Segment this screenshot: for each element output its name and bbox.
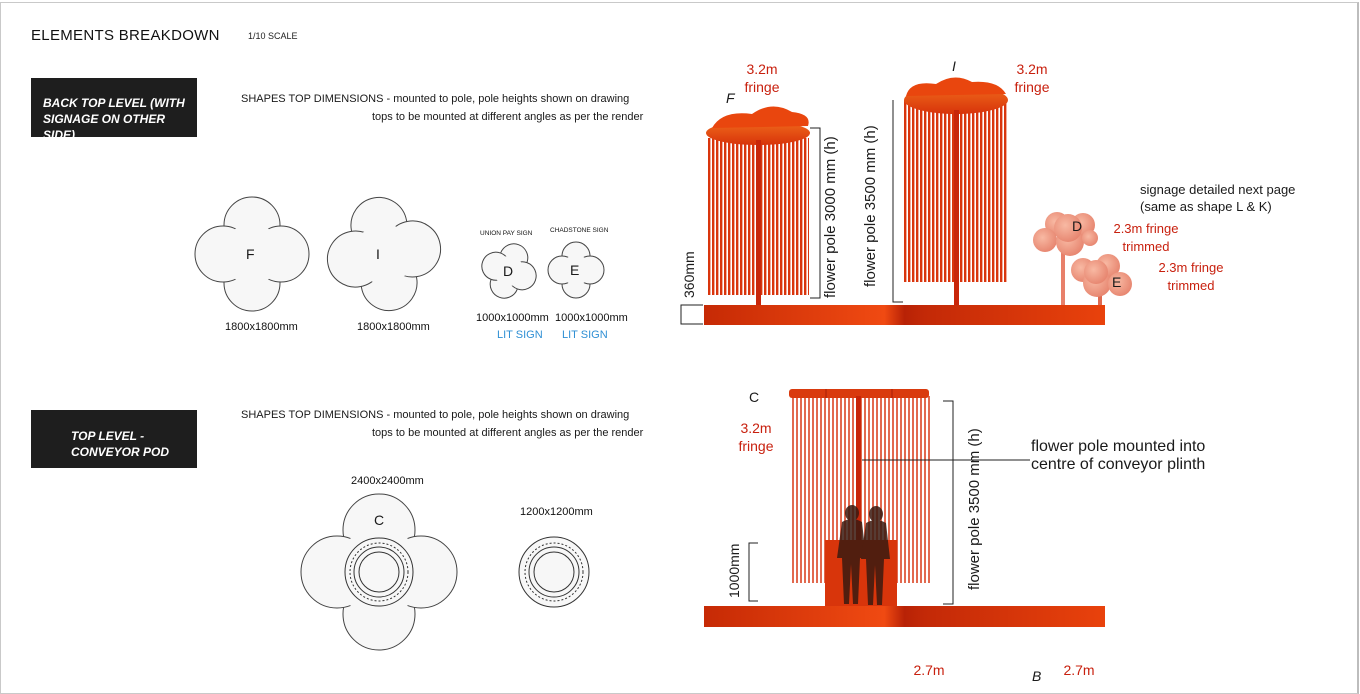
elevation-d-letter: D	[1072, 218, 1083, 234]
shape-e-plan	[547, 241, 605, 299]
dim-bracket-i	[892, 100, 903, 303]
fringe-c-label: 3.2m fringe	[734, 419, 778, 455]
shape-c-size: 2400x2400mm	[351, 475, 424, 487]
shape-e-size: 1000x1000mm	[555, 312, 628, 324]
fringe-c-length: 3.2m	[740, 420, 772, 436]
pole-c	[856, 396, 861, 606]
fringe-e-label: 2.3m fringe trimmed	[1153, 259, 1229, 295]
footer-fringe-left: 2.7m	[913, 662, 945, 678]
sign-e-elevation	[1071, 254, 1132, 297]
shapes-note-line-1: SHAPES TOP DIMENSIONS - mounted to pole,…	[241, 93, 630, 105]
plinth-conveyor-pod	[704, 606, 1105, 627]
shapes-note-line-2: tops to be mounted at different angles a…	[372, 427, 644, 439]
fringe-f-word: fringe	[744, 79, 780, 95]
lit-sign-d-label: LIT SIGN	[497, 329, 543, 341]
fringe-f-label: 3.2m fringe	[740, 60, 784, 96]
section-label-line-2: CONVEYOR POD	[71, 445, 170, 459]
mount-note-line-1: flower pole mounted into	[1031, 438, 1206, 455]
pole-i	[954, 110, 959, 305]
pole-c-height-label: flower pole 3500 mm (h)	[966, 428, 983, 590]
pole-f	[756, 140, 761, 305]
scale-label: 1/10 SCALE	[248, 31, 298, 41]
signage-note-line-1: signage detailed next page	[1140, 182, 1296, 197]
pole-i-height-label: flower pole 3500 mm (h)	[862, 125, 879, 287]
pole-d	[1061, 235, 1065, 305]
section-label-back-top-level: BACK TOP LEVEL (WITH SIGNAGE ON OTHER SI…	[31, 78, 197, 142]
page-title: ELEMENTS BREAKDOWN	[31, 27, 220, 44]
people-silhouettes	[837, 505, 890, 605]
shape-d-plan	[481, 243, 537, 299]
shape-c-rings	[344, 537, 414, 607]
sign-d-elevation	[1033, 212, 1098, 256]
pole-f-height-label: flower pole 3000 mm (h)	[822, 136, 839, 298]
section-label-line-1: BACK TOP LEVEL (WITH	[43, 96, 185, 110]
shape-f-size: 1800x1800mm	[225, 321, 298, 333]
cap-i-top	[906, 77, 1006, 96]
plinth-back-top-level	[704, 305, 1105, 325]
shape-f-plan	[194, 196, 310, 312]
footer-letter: B	[1032, 668, 1042, 684]
fringe-i-label: 3.2m fringe	[1010, 60, 1054, 96]
plinth-height-label: 360mm	[681, 251, 697, 298]
fringe-d-label: 2.3m fringe trimmed	[1108, 220, 1184, 256]
dim-bracket-f	[810, 127, 821, 299]
fringe-d-length: 2.3m fringe	[1113, 221, 1179, 236]
ring-size: 1200x1200mm	[520, 506, 593, 518]
drawing-canvas	[194, 77, 1132, 651]
elevation-i-letter: I	[952, 58, 956, 74]
shape-i-plan	[326, 196, 442, 312]
fringe-i-word: fringe	[1014, 79, 1050, 95]
ring-plan	[518, 536, 590, 608]
fringe-e-word: trimmed	[1167, 278, 1215, 293]
section-label-line-2: SIGNAGE ON OTHER SIDE)	[43, 112, 166, 142]
shape-i-size: 1800x1800mm	[357, 321, 430, 333]
cap-f-top	[712, 106, 809, 128]
elevation-e-letter: E	[1112, 274, 1122, 290]
fringe-c-word: fringe	[738, 438, 774, 454]
dim-bracket-plinth	[680, 304, 703, 325]
chadstone-sign-label: CHADSTONE SIGN	[550, 227, 609, 234]
shape-c-letter: C	[374, 512, 385, 528]
signage-note-line-2: (same as shape L & K)	[1140, 199, 1272, 214]
lit-sign-e-label: LIT SIGN	[562, 329, 608, 341]
section-label-conveyor-pod: TOP LEVEL - CONVEYOR POD	[31, 410, 197, 468]
shape-i-letter: I	[376, 246, 380, 262]
shapes-note-line-1: SHAPES TOP DIMENSIONS - mounted to pole,…	[241, 409, 630, 421]
shapes-note-line-2: tops to be mounted at different angles a…	[372, 111, 644, 123]
union-pay-sign-label: UNION PAY SIGN	[480, 230, 533, 237]
fringe-d-word: trimmed	[1122, 239, 1170, 254]
shape-d-size: 1000x1000mm	[476, 312, 549, 324]
shape-d-letter: D	[503, 263, 514, 279]
dim-bracket-c-pole	[943, 400, 954, 605]
fringe-e-length: 2.3m fringe	[1158, 260, 1224, 275]
dim-bracket-c-plinth	[748, 542, 758, 602]
shape-c-plan	[300, 493, 458, 651]
footer-fringe-right: 2.7m	[1063, 662, 1095, 678]
elevation-f-letter: F	[726, 90, 735, 106]
cap-c	[789, 389, 929, 398]
shape-e-letter: E	[570, 262, 580, 278]
elevation-c-letter: C	[749, 389, 760, 405]
conveyor-plinth-height-label: 1000mm	[726, 543, 742, 598]
fringe-i-length: 3.2m	[1016, 61, 1048, 77]
mount-note-line-2: centre of conveyor plinth	[1031, 456, 1206, 473]
shape-f-letter: F	[246, 246, 255, 262]
section-label-line-1: TOP LEVEL -	[71, 429, 145, 443]
fringe-f-length: 3.2m	[746, 61, 778, 77]
